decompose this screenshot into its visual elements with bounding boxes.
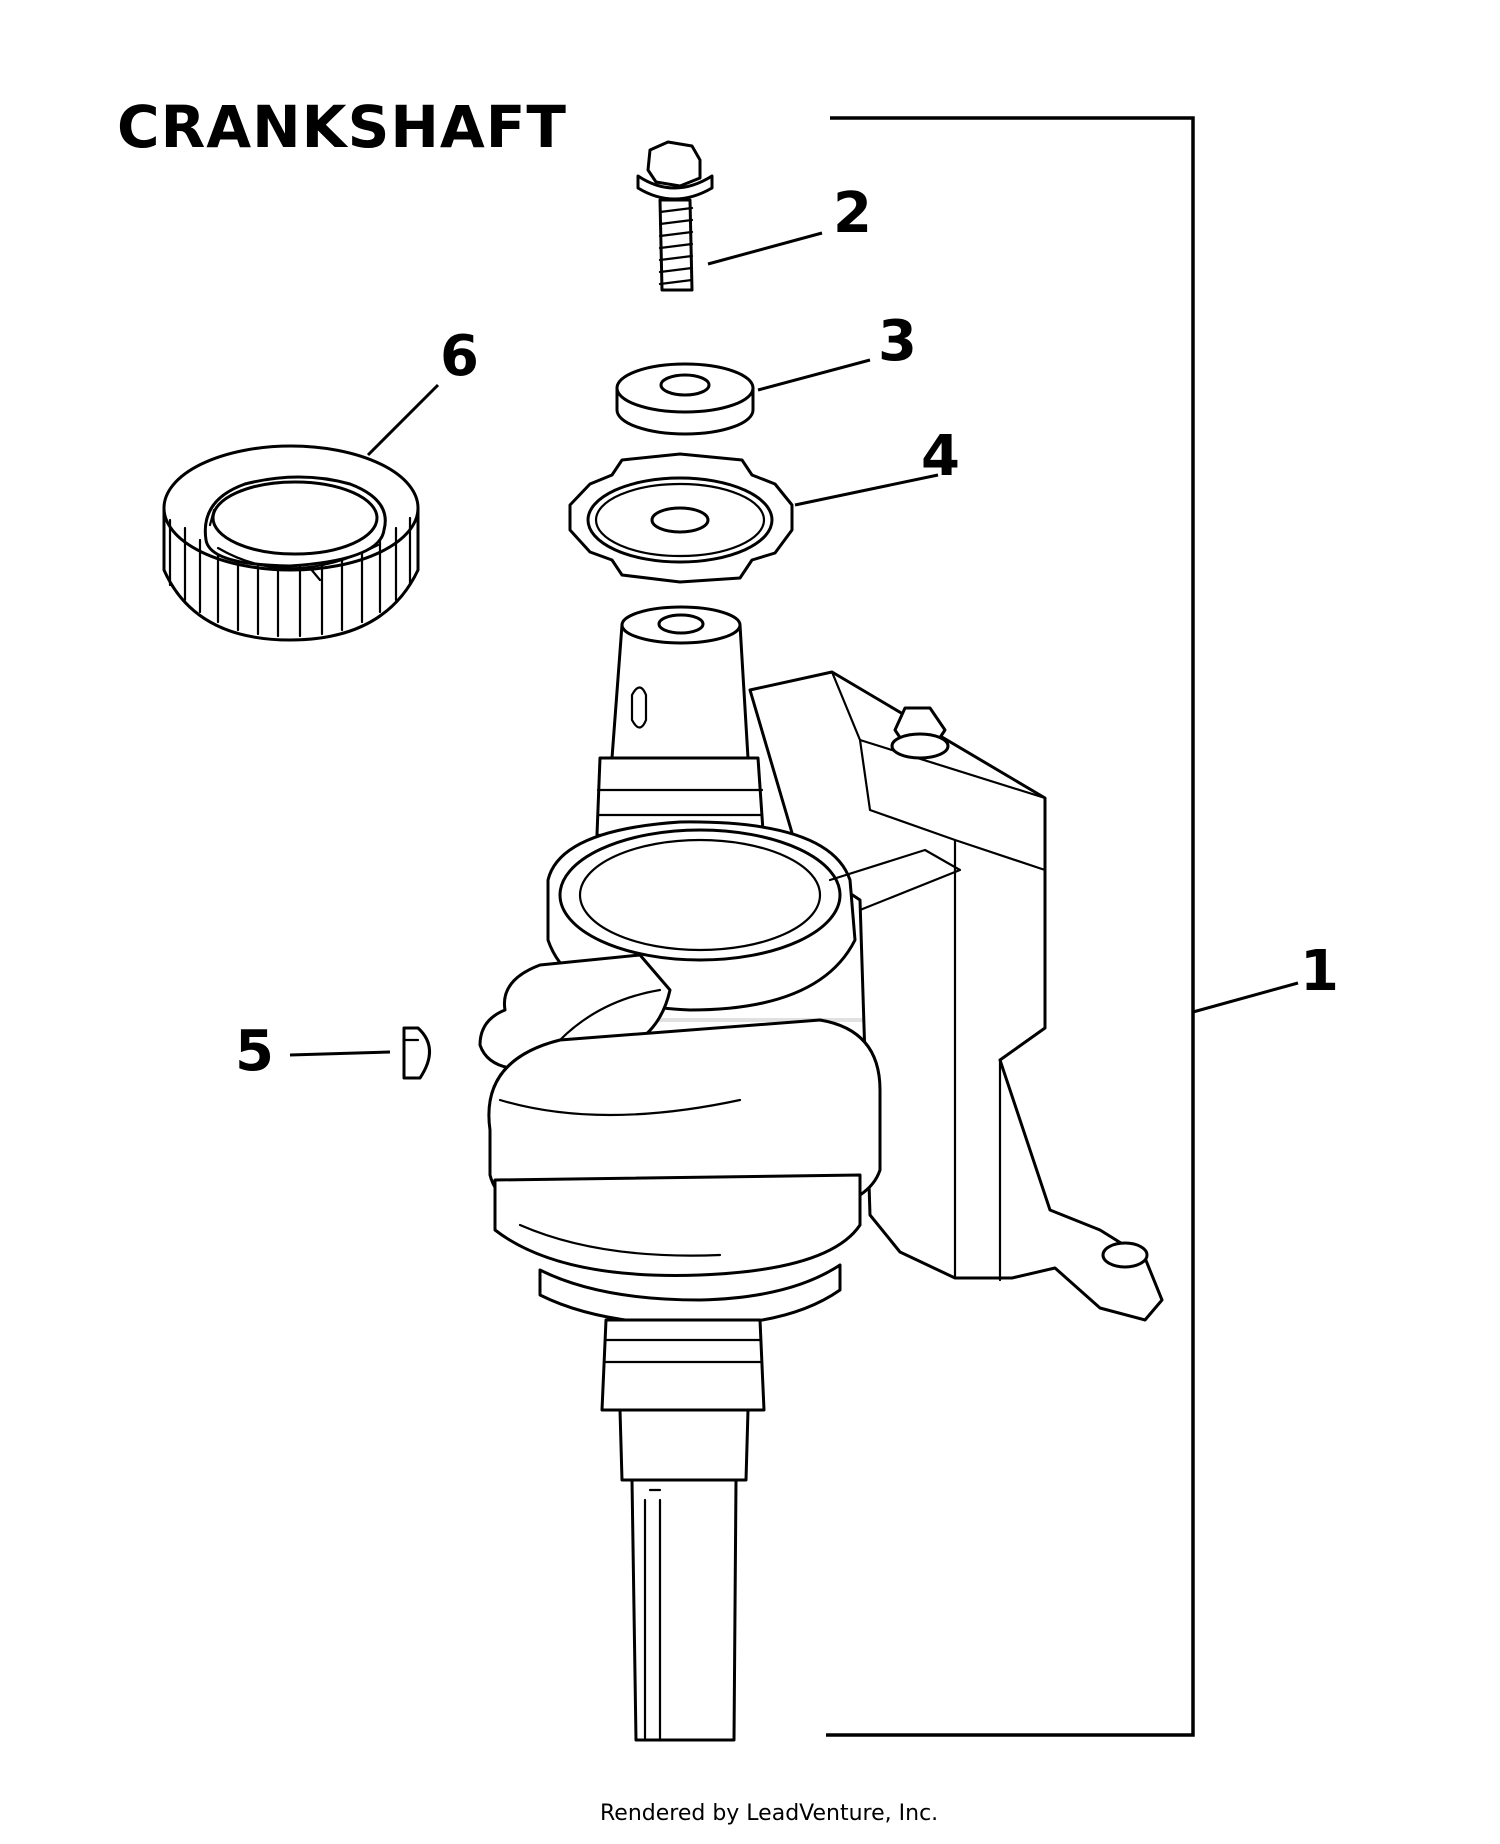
- leader-5: [289, 1050, 391, 1057]
- part-5-woodruff-key[interactable]: [402, 1026, 431, 1080]
- assembly-bracket: [826, 116, 1195, 1737]
- footer-credit: Rendered by LeadVenture, Inc.: [600, 1801, 938, 1826]
- callout-5[interactable]: 5: [235, 1019, 274, 1084]
- callout-3[interactable]: 3: [878, 309, 917, 374]
- leader-1: [1192, 981, 1299, 1014]
- callout-labels: 1 2 3 4 5 6: [235, 181, 1339, 1084]
- leader-6: [366, 383, 440, 457]
- callout-4[interactable]: 4: [921, 424, 960, 489]
- part-4-retainer-plate[interactable]: [568, 452, 794, 584]
- callout-2[interactable]: 2: [833, 181, 872, 246]
- leader-4: [794, 473, 939, 507]
- leader-3: [757, 358, 871, 392]
- leader-2: [707, 231, 823, 266]
- part-3-washer[interactable]: [615, 362, 755, 436]
- part-1-crankshaft-assembly[interactable]: [478, 605, 1164, 1742]
- diagram-title: CRANKSHAFT: [117, 93, 567, 161]
- part-6-timing-gear[interactable]: [162, 444, 420, 642]
- callout-6[interactable]: 6: [440, 324, 479, 389]
- callout-1[interactable]: 1: [1300, 939, 1339, 1004]
- part-2-bolt[interactable]: [636, 140, 714, 292]
- callout-leaders: [289, 231, 1299, 1057]
